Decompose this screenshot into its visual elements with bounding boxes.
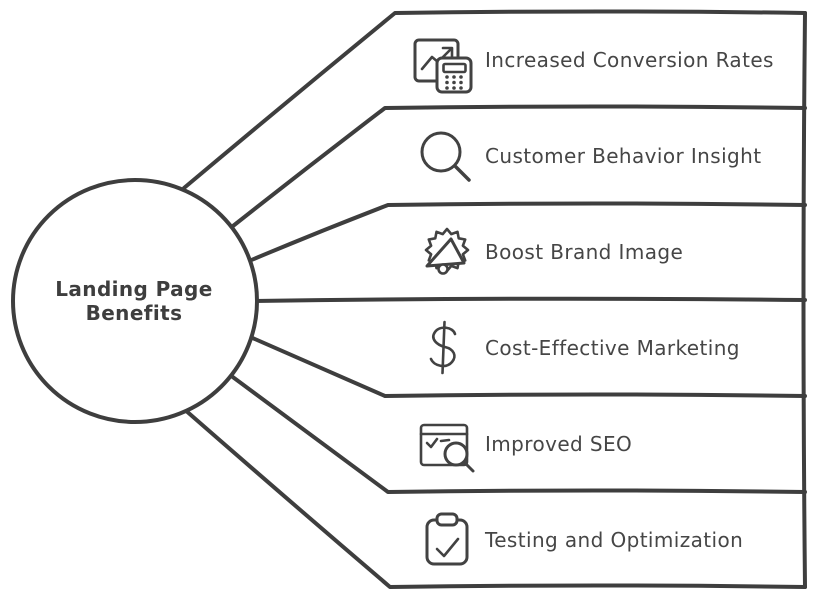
row-label: Customer Behavior Insight <box>485 144 761 168</box>
browser-search-icon <box>419 423 475 473</box>
band-border-5 <box>246 334 807 398</box>
row-boost-brand-image: Boost Brand Image <box>424 227 683 275</box>
center-label-line1: Landing Page <box>55 277 212 301</box>
megaphone-cone <box>425 237 466 268</box>
magnifying-glass-icon <box>420 131 471 182</box>
band-border-2 <box>231 104 807 228</box>
row-increased-conversion-rates: Increased Conversion Rates <box>413 38 774 94</box>
center-node: Landing Page Benefits <box>11 178 259 424</box>
dollar-sign-icon <box>429 320 457 375</box>
row-label: Testing and Optimization <box>484 528 743 552</box>
band-border-3 <box>247 201 807 263</box>
band-border-6 <box>224 370 807 494</box>
clipboard-check-icon <box>425 512 469 566</box>
band-border-4 <box>250 296 807 303</box>
right-edge <box>801 11 807 589</box>
row-label: Cost-Effective Marketing <box>485 336 740 360</box>
row-label: Boost Brand Image <box>485 240 683 264</box>
band-border-1 <box>182 9 807 190</box>
megaphone-mouth <box>437 263 449 275</box>
row-cost-effective-marketing: Cost-Effective Marketing <box>429 320 740 375</box>
row-testing-and-optimization: Testing and Optimization <box>425 512 743 566</box>
center-circle <box>11 178 259 424</box>
connector-lines <box>182 9 807 589</box>
megaphone-badge-icon <box>424 227 470 275</box>
row-improved-seo: Improved SEO <box>419 423 632 473</box>
center-label-line2: Benefits <box>86 301 183 325</box>
row-customer-behavior-insight: Customer Behavior Insight <box>420 131 761 182</box>
band-border-7 <box>182 407 807 589</box>
row-label: Increased Conversion Rates <box>485 48 774 72</box>
row-label: Improved SEO <box>485 432 632 456</box>
chart-calculator-icon <box>413 38 473 94</box>
